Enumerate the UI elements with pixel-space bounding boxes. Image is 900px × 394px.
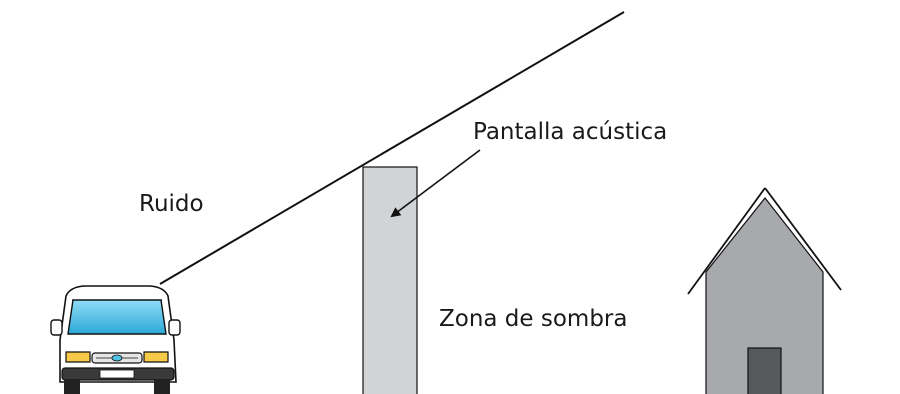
shadow-zone-label: Zona de sombra	[439, 306, 628, 332]
noise-ray-line	[159, 11, 625, 285]
acoustic-barrier	[362, 166, 418, 394]
acoustic-barrier-label: Pantalla acústica	[473, 119, 668, 145]
noise-label: Ruido	[139, 191, 204, 217]
van-icon	[50, 285, 181, 394]
barrier-pointer-arrow	[390, 149, 481, 218]
house-door	[747, 347, 782, 394]
house-icon	[687, 187, 842, 394]
